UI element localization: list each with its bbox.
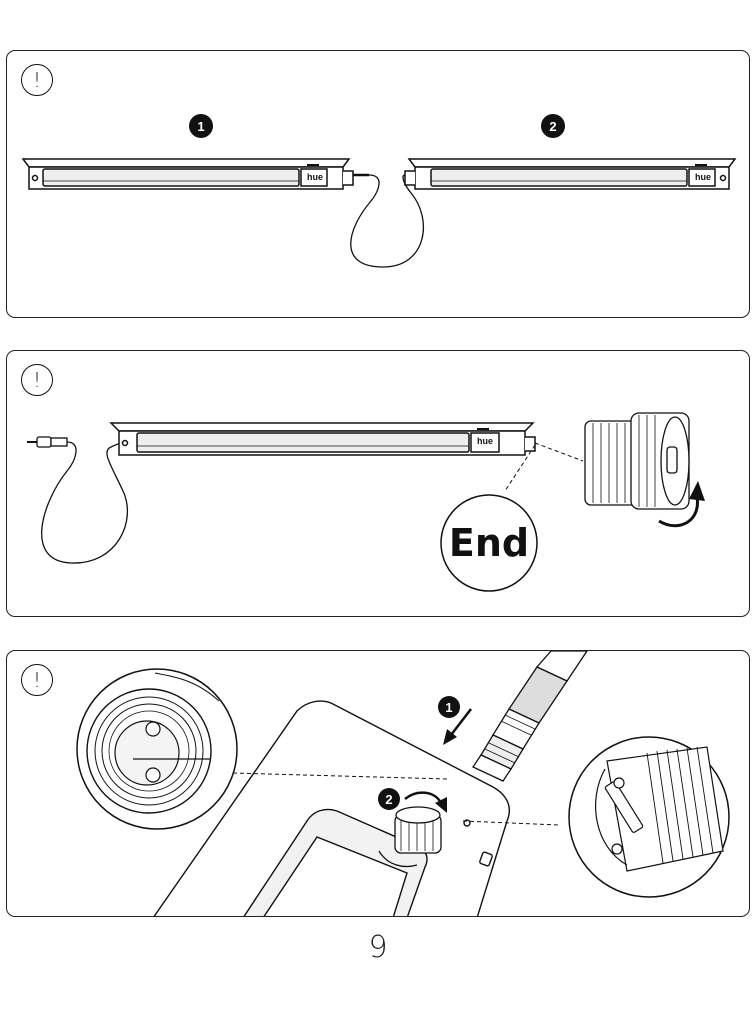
attention-icon: !	[21, 364, 53, 396]
step-panel-end-cap: ! hue End	[6, 350, 750, 617]
leader-lines	[504, 442, 584, 492]
light-bar-2	[404, 158, 737, 190]
socket	[378, 806, 442, 868]
page-number: 9	[368, 930, 388, 965]
connection-cable	[350, 174, 424, 268]
light-bar	[109, 422, 536, 456]
brand-label: hue	[477, 436, 493, 446]
input-cable	[27, 436, 128, 564]
step-badge-1: 1	[438, 696, 460, 718]
brand-label-1: hue	[307, 172, 323, 182]
link-fixtures-illustration: 1 2 hue hue	[21, 114, 737, 268]
attention-icon: !	[21, 664, 53, 696]
end-label: End	[449, 521, 529, 565]
step-panel-plug-connection: !	[6, 650, 750, 917]
step-badge-1: 1	[189, 114, 213, 138]
step-number-1: 1	[445, 700, 452, 715]
step-badge-2: 2	[541, 114, 565, 138]
step-number-2: 2	[385, 792, 392, 807]
plug-connection-illustration: 1 2	[76, 651, 730, 916]
end-callout: End	[440, 494, 538, 592]
twist-arrow-icon	[404, 791, 447, 813]
step-number-2: 2	[549, 119, 556, 134]
plug-closeup	[568, 736, 730, 898]
end-cap-illustration: hue End	[27, 412, 705, 592]
insert-arrow-icon	[443, 708, 472, 745]
end-cap	[584, 412, 690, 510]
step-number-1: 1	[197, 119, 204, 134]
rotate-arrow-icon	[658, 481, 705, 528]
light-bar-1	[21, 158, 369, 190]
plug-connector	[472, 651, 588, 782]
step-panel-link-fixtures: ! 1 2 hue	[6, 50, 750, 318]
attention-icon: !	[21, 64, 53, 96]
brand-label-2: hue	[695, 172, 711, 182]
step-badge-2: 2	[378, 788, 400, 810]
socket-closeup	[76, 668, 238, 830]
leader-lines	[232, 772, 560, 826]
